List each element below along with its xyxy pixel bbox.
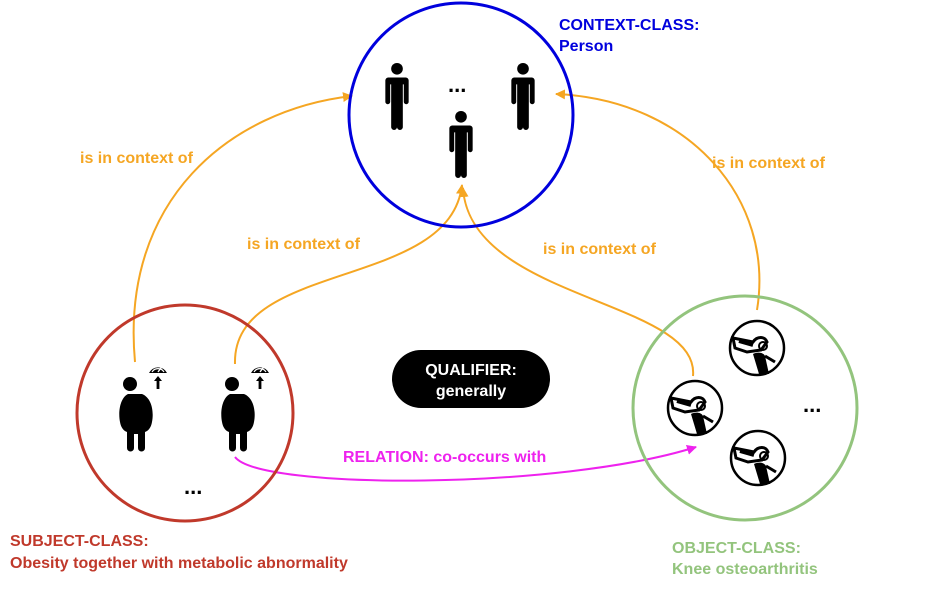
object-class-ellipsis: ... [803,392,821,417]
object-class-circle [631,294,859,522]
obese-person-with-gauge-icon [219,365,270,452]
qualifier-pill [392,350,550,408]
context-link-label: is in context of [247,236,361,253]
object-class-name: Knee osteoarthritis [672,561,818,578]
context-link-label: is in context of [712,155,826,172]
object-outer-context-arrow [555,89,761,311]
subject-inner-context-arrow [233,184,466,365]
knee-joint-icon [666,379,724,437]
obese-person-with-gauge-icon [117,365,168,452]
object-class-heading: OBJECT-CLASS: [672,540,801,557]
relation-label: RELATION: co-occurs with [343,449,546,466]
qualifier-value: generally [436,383,506,400]
context-links [132,89,761,377]
knee-joint-icon [728,319,786,377]
subject-class-name: Obesity together with metabolic abnormal… [10,555,348,572]
subject-class-circle [75,303,295,523]
object-inner-context-arrow [458,187,695,377]
subject-class-group: ... SUBJECT-CLASS: Obesity together with… [10,303,348,572]
context-class-ellipsis: ... [448,72,466,97]
knee-joint-icon [729,429,787,487]
qualifier-heading: QUALIFIER: [425,362,517,379]
object-class-group: ... OBJECT-CLASS: Knee osteoarthritis [631,294,859,578]
context-class-name: Person [559,38,613,55]
context-link-label: is in context of [80,150,194,167]
context-link-label: is in context of [543,241,657,258]
person-icon [511,62,535,130]
person-icon [385,62,409,130]
person-icon [449,110,473,178]
subject-class-ellipsis: ... [184,474,202,499]
context-class-circle [347,1,575,229]
context-class-group: ... CONTEXT-CLASS: Person [347,1,699,229]
qualifier-badge: QUALIFIER: generally [392,350,550,408]
subject-class-heading: SUBJECT-CLASS: [10,533,149,550]
context-class-heading: CONTEXT-CLASS: [559,17,699,34]
subject-outer-context-arrow [132,92,353,363]
relation-arrow [234,444,697,482]
